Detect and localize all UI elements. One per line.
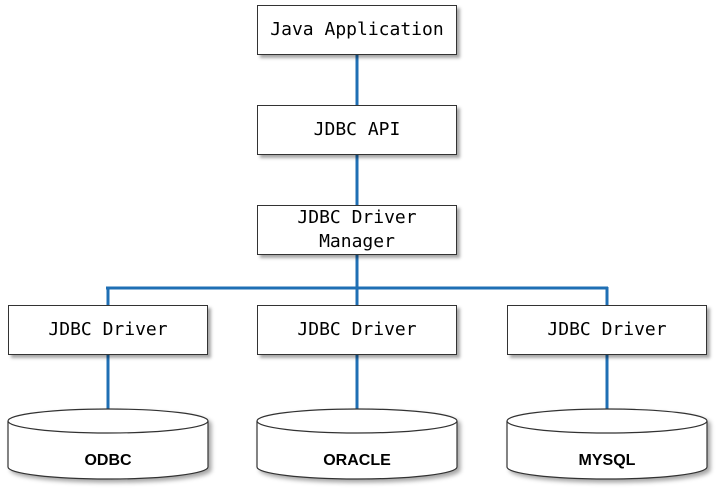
jdbc-driver-manager-box: JDBC Driver Manager [257,205,457,255]
jdbc-driver-box-1: JDBC Driver [8,305,208,355]
jdbc-driver-manager-label-line-2: Manager [319,231,395,252]
jdbc-driver-box-2: JDBC Driver [257,305,457,355]
database-label-mysql: MYSQL [578,452,636,469]
java-application-label: Java Application [270,19,444,40]
jdbc-api-box: JDBC API [257,105,457,155]
database-label-oracle: ORACLE [323,452,391,469]
jdbc-driver-label: JDBC Driver [48,319,168,340]
jdbc-api-label: JDBC API [313,119,401,140]
database-cylinder-odbc [7,408,209,480]
jdbc-driver-box-3: JDBC Driver [507,305,707,355]
database-cylinder-mysql [506,408,708,480]
database-cylinder-oracle [256,408,458,480]
database-label-odbc: ODBC [84,452,132,469]
java-application-box: Java Application [257,5,457,55]
jdbc-driver-label: JDBC Driver [297,319,417,340]
jdbc-driver-label: JDBC Driver [547,319,667,340]
jdbc-driver-manager-label-line-1: JDBC Driver [297,207,417,228]
